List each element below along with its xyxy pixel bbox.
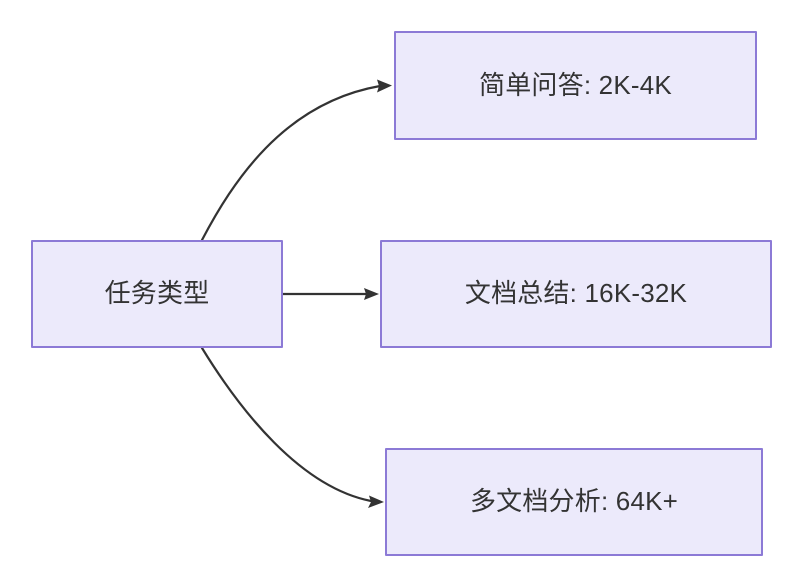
node-doc-summary[interactable]: 文档总结: 16K-32K [380,240,772,348]
node-task-type[interactable]: 任务类型 [31,240,283,348]
edge-to-multi-doc-arrowhead [368,495,384,508]
edge-to-doc-summary [281,288,379,300]
edge-to-multi-doc-path [200,346,373,503]
node-simple-qa[interactable]: 简单问答: 2K-4K [394,31,757,140]
edge-to-doc-summary-arrowhead [364,288,379,300]
edge-to-multi-doc [200,346,384,508]
node-multi-doc-label: 多文档分析: 64K+ [469,486,679,517]
node-task-type-label: 任务类型 [104,278,210,309]
edge-to-simple-qa [200,79,392,242]
node-simple-qa-label: 简单问答: 2K-4K [479,69,672,100]
edge-to-simple-qa-path [200,84,382,242]
node-multi-doc[interactable]: 多文档分析: 64K+ [385,448,763,556]
node-doc-summary-label: 文档总结: 16K-32K [464,278,688,309]
edge-to-simple-qa-arrowhead [377,79,392,93]
